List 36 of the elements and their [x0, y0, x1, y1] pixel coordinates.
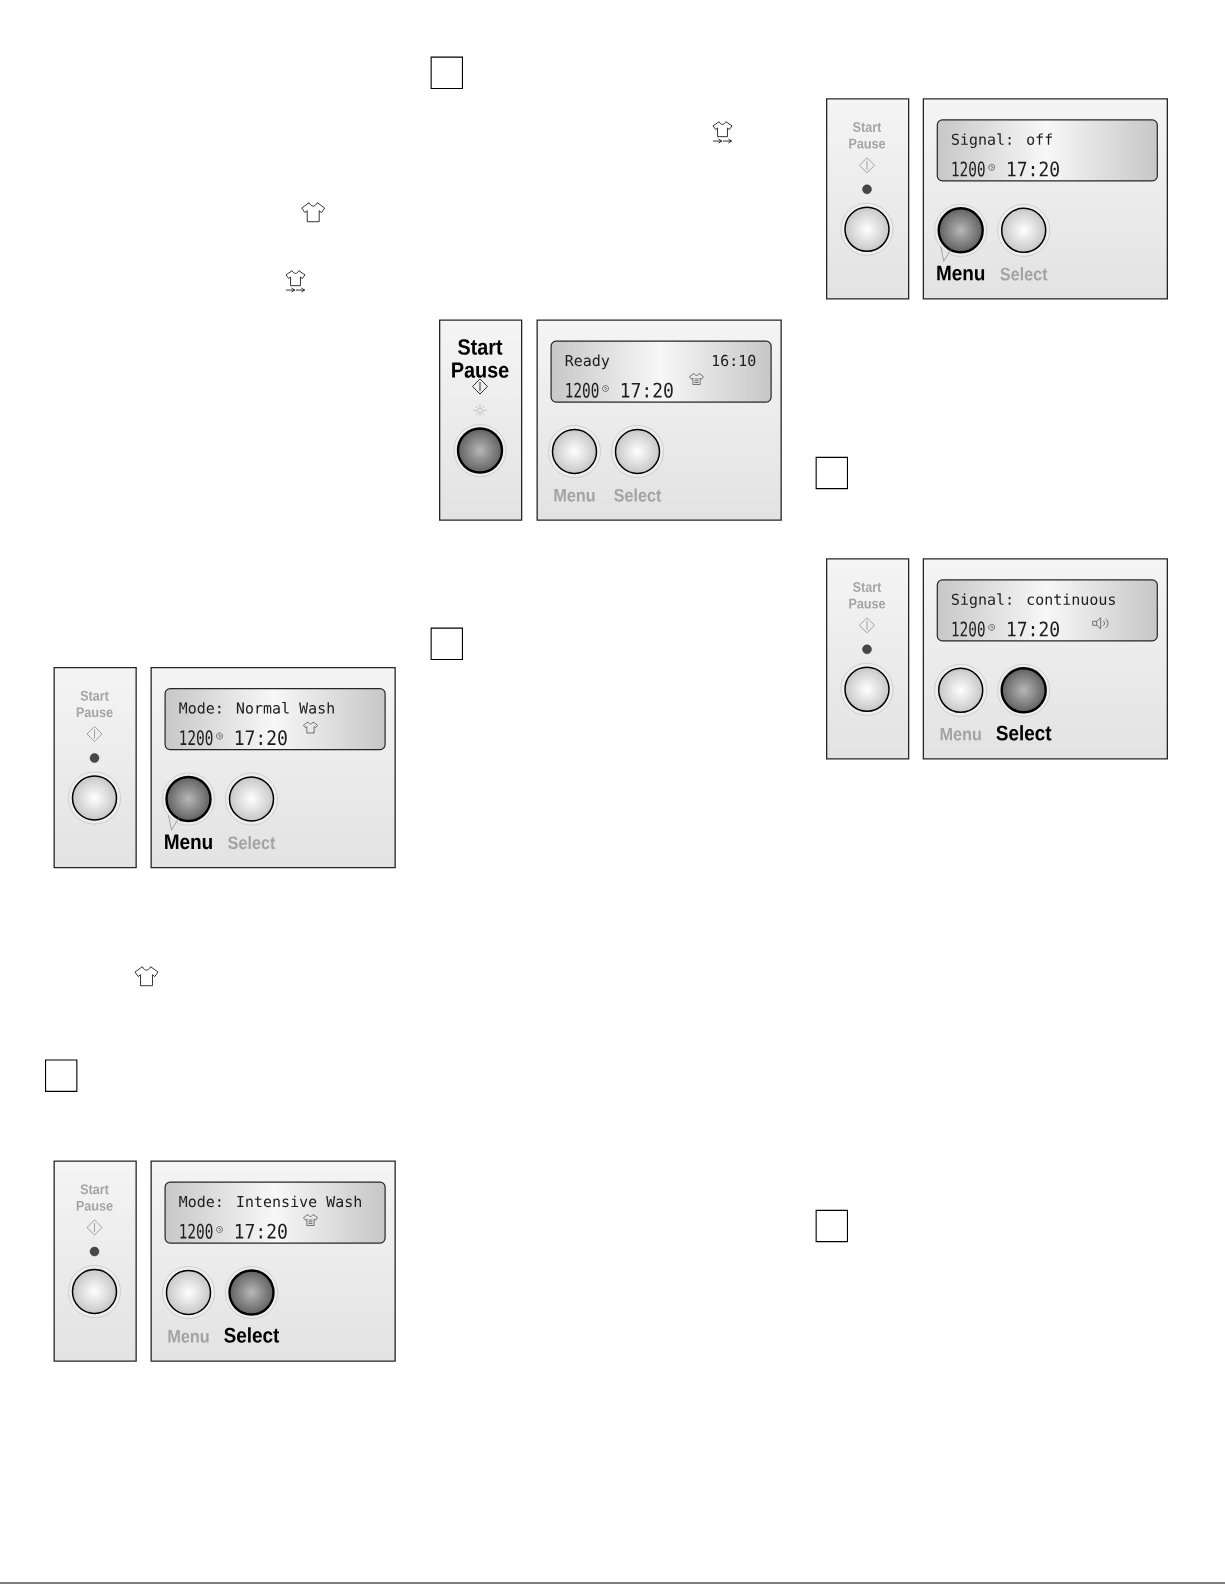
display-text: 1200: [566, 382, 599, 398]
display-text: 1200: [952, 161, 985, 177]
display-text: Ready: [565, 354, 610, 370]
display-text: Signal: off: [951, 133, 1052, 148]
button-label: Select: [224, 1327, 280, 1343]
display-text: 1200: [952, 621, 985, 637]
button-label: Start Pause: [452, 339, 509, 378]
display-text: 1200: [180, 730, 213, 746]
button-label: Menu: [554, 489, 595, 502]
display-text: Mode: Normal Wash: [179, 702, 334, 714]
button-label: Select: [1000, 267, 1048, 281]
display-text: 17:20: [621, 382, 673, 398]
button-label: Menu: [165, 834, 212, 850]
display-text: 17:20: [235, 730, 287, 746]
display-text: Signal: continuous: [951, 593, 1115, 609]
step-box: [815, 456, 848, 490]
display-text: 16:10: [712, 354, 756, 367]
display-text: 17:20: [1008, 161, 1059, 177]
button-label: Menu: [168, 1330, 209, 1343]
button-label: Select: [996, 725, 1052, 741]
button-label: Start Pause: [849, 122, 886, 149]
step-box: [45, 1059, 78, 1092]
button-label: Select: [228, 835, 276, 850]
display-text: 1200: [180, 1223, 213, 1239]
button-label: Menu: [937, 265, 985, 281]
display-text: Mode: Intensive Wash: [179, 1195, 361, 1208]
display-text: 17:20: [1008, 621, 1059, 637]
button-label: Start Pause: [76, 1184, 113, 1211]
button-label: Start Pause: [849, 582, 886, 609]
display-text: 17:20: [235, 1223, 287, 1239]
step-box: [815, 1209, 848, 1243]
button-label: Start Pause: [76, 690, 113, 718]
step-box: [430, 56, 463, 89]
button-label: Menu: [940, 727, 981, 741]
step-box: [430, 627, 463, 660]
button-label: Select: [614, 488, 662, 502]
